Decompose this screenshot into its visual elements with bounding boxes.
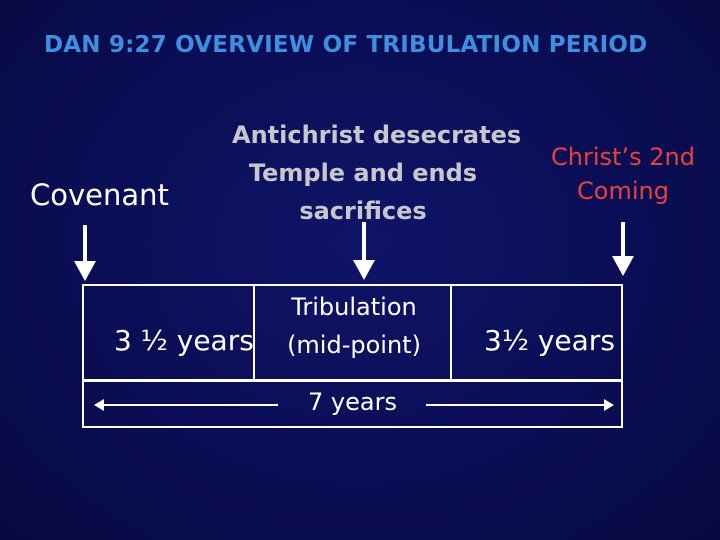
mid-point-segment: Tribulation (mid-point) <box>274 286 434 364</box>
antichrist-label-line-2: Temple and ends <box>248 159 478 187</box>
second-coming-label: Christ’s 2nd Coming <box>548 140 698 208</box>
second-coming-label-line-2: Coming <box>577 177 669 205</box>
mid-point-line-2: (mid-point) <box>287 331 421 359</box>
arrow-head <box>612 256 634 276</box>
covenant-down-arrow-icon <box>73 225 97 281</box>
timeline-divider <box>450 286 452 379</box>
mid-point-line-1: Tribulation <box>291 293 417 321</box>
timeline-box: 3 ½ years Tribulation (mid-point) 3½ yea… <box>82 284 623 381</box>
total-duration-label: 7 years <box>308 388 397 416</box>
first-half-segment: 3 ½ years <box>114 324 254 357</box>
timeline-divider <box>253 286 255 379</box>
second-coming-down-arrow-icon <box>611 222 635 278</box>
total-duration-box: 7 years <box>82 380 623 428</box>
antichrist-label-line-3: sacrifices <box>299 197 427 225</box>
arrow-shaft <box>83 225 87 263</box>
page-title: DAN 9:27 OVERVIEW OF TRIBULATION PERIOD <box>44 32 648 58</box>
span-arrow-right-line <box>426 404 608 406</box>
second-coming-label-line-1: Christ’s 2nd <box>551 143 695 171</box>
antichrist-label: Antichrist desecrates Temple and ends sa… <box>232 116 522 230</box>
arrow-shaft <box>621 222 625 258</box>
right-arrowhead-icon <box>604 399 614 411</box>
arrow-head <box>74 261 96 281</box>
arrow-head <box>353 260 375 280</box>
span-arrow-left-line <box>98 404 278 406</box>
midpoint-down-arrow-icon <box>352 222 376 280</box>
arrow-shaft <box>362 222 366 262</box>
second-half-segment: 3½ years <box>484 324 615 357</box>
antichrist-label-line-1: Antichrist desecrates <box>232 121 522 149</box>
covenant-label: Covenant <box>30 178 169 212</box>
